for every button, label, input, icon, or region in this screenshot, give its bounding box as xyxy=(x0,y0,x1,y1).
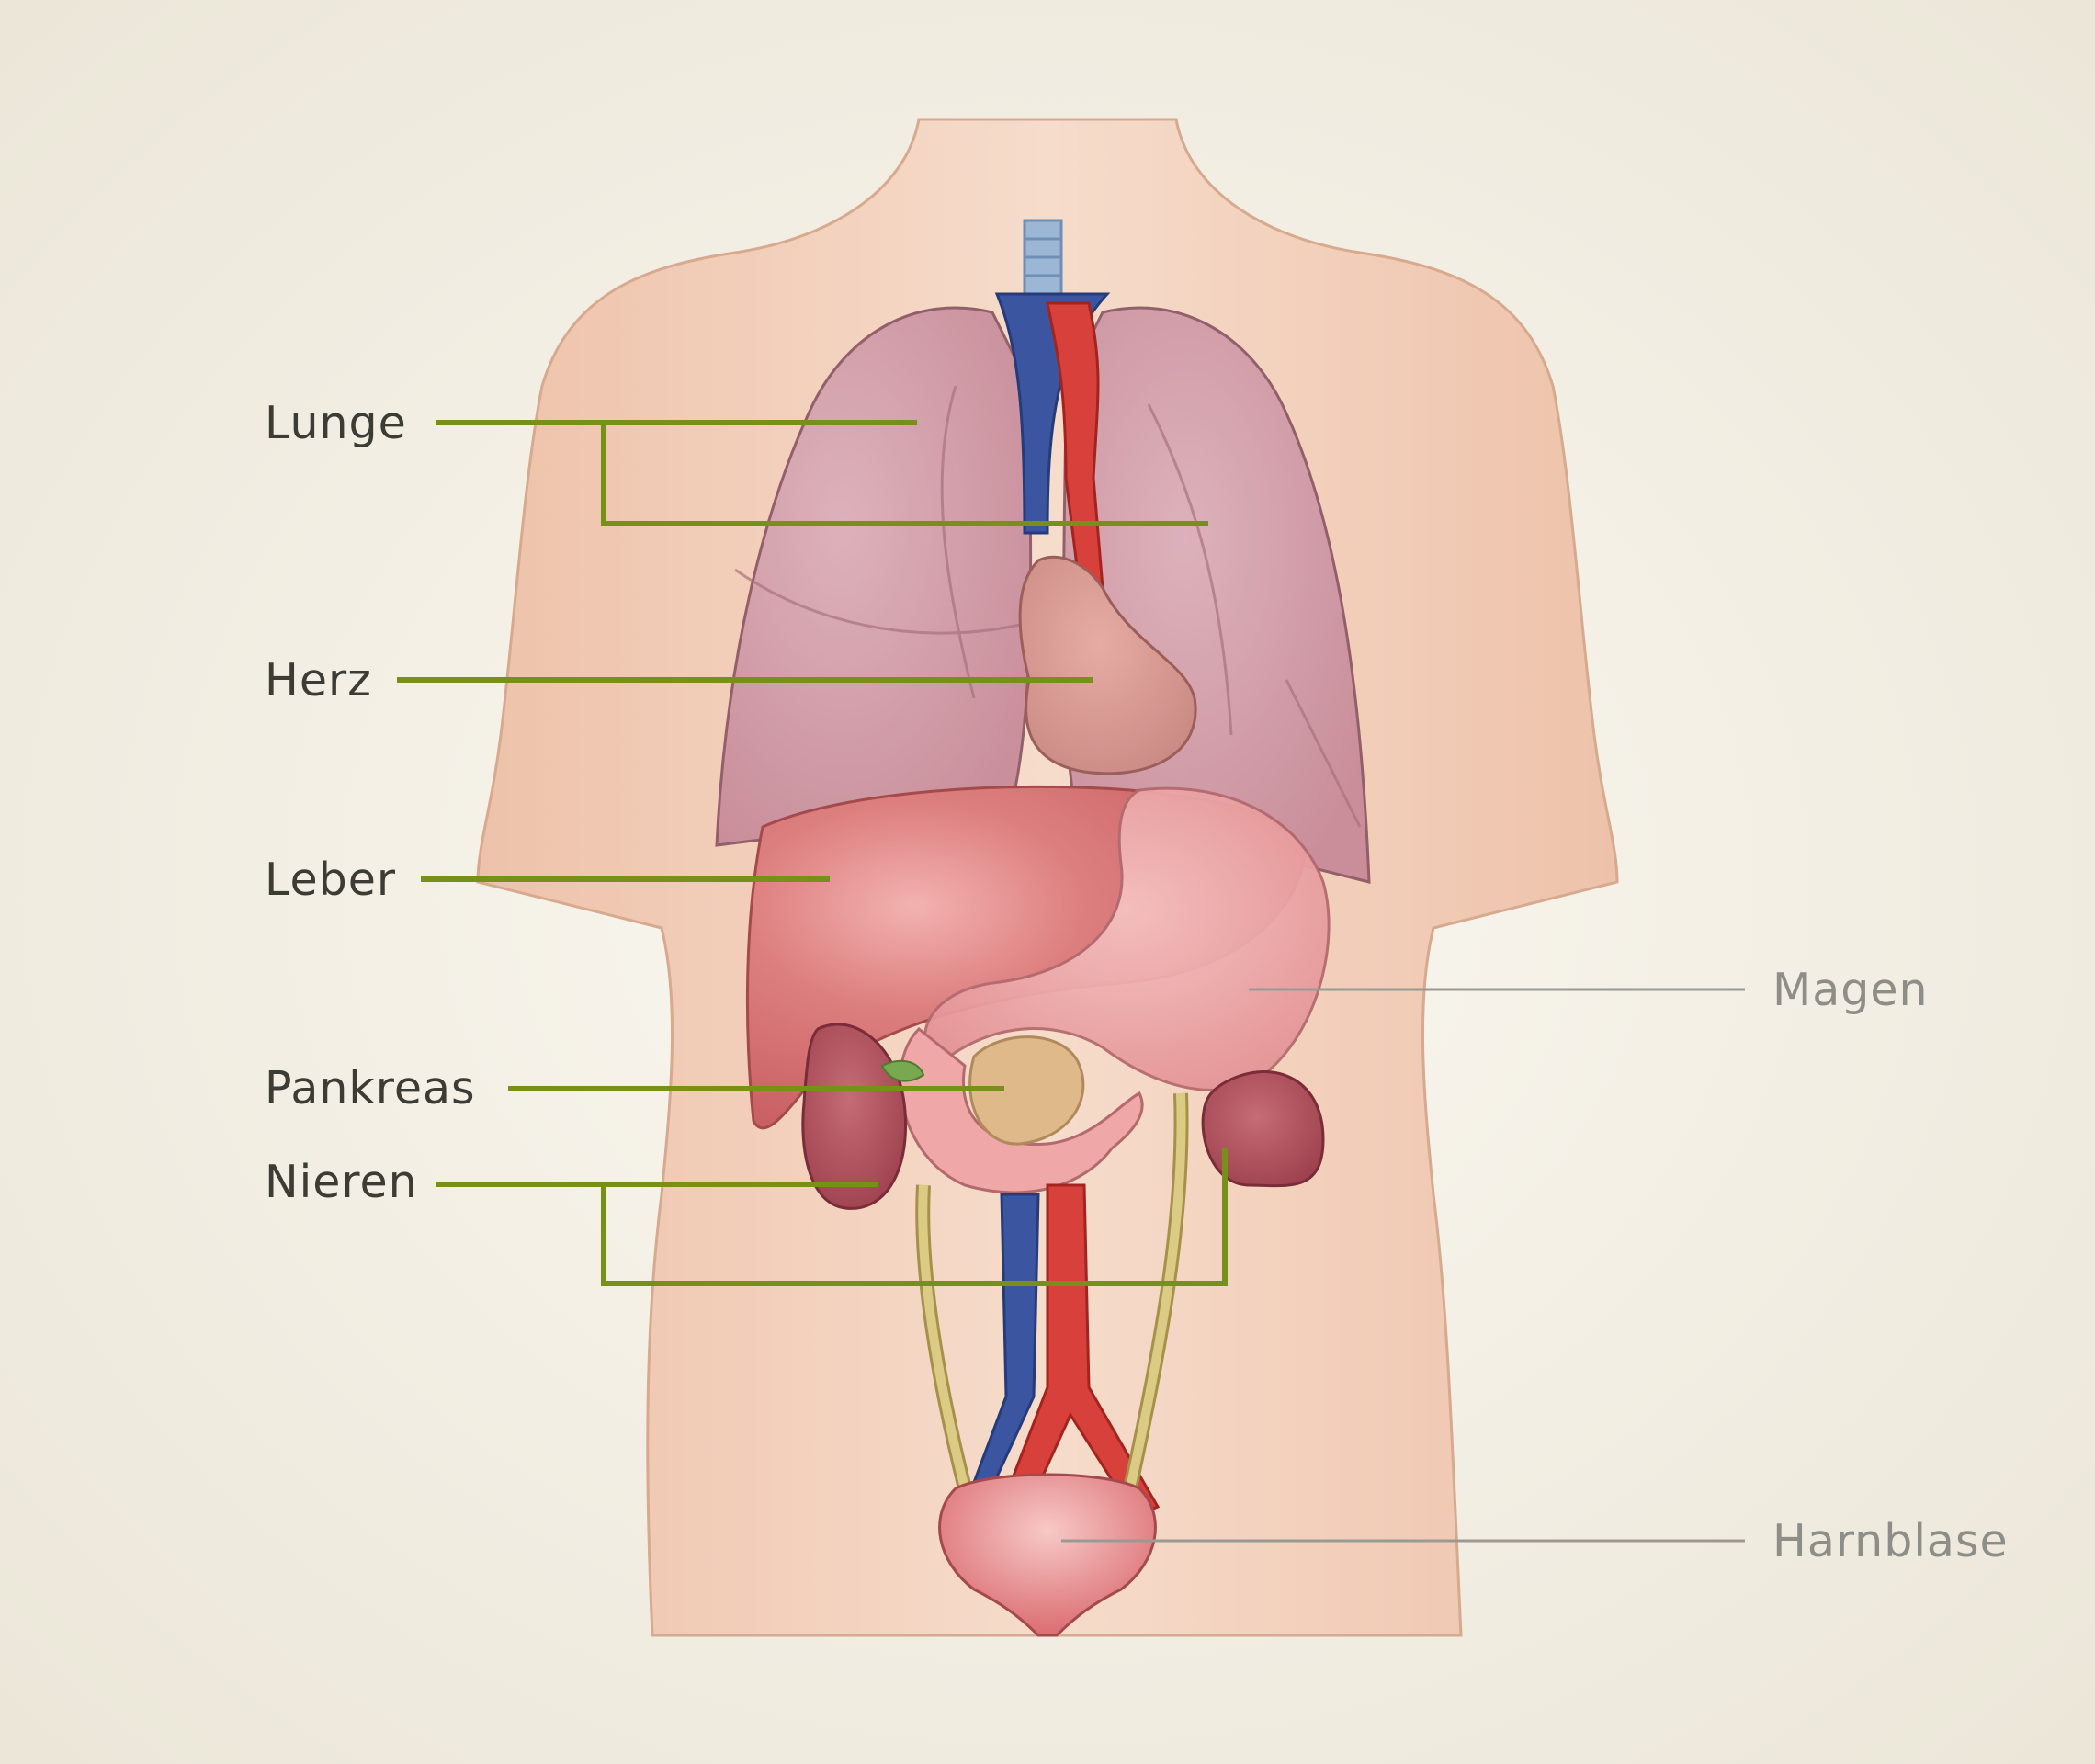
left-kidney xyxy=(1201,1070,1325,1188)
leader-lines-gray xyxy=(1061,988,1745,1543)
left-ureter-fill xyxy=(1126,1092,1186,1490)
leader-nieren-branch xyxy=(601,1148,1228,1286)
label-lunge: Lunge xyxy=(265,397,407,449)
label-harnblase: Harnblase xyxy=(1772,1515,2009,1567)
gallbladder xyxy=(880,1059,925,1082)
label-leber: Leber xyxy=(265,854,396,906)
label-nieren: Nieren xyxy=(265,1156,418,1208)
label-magen: Magen xyxy=(1772,964,1929,1016)
label-herz: Herz xyxy=(265,654,372,707)
leader-lines-green xyxy=(397,420,1228,1286)
pancreas xyxy=(968,1035,1085,1146)
leader-lunge-branch xyxy=(601,423,1208,526)
label-pankreas: Pankreas xyxy=(265,1062,476,1114)
stomach xyxy=(923,786,1331,1091)
bladder xyxy=(938,1473,1157,1637)
heart xyxy=(1018,555,1197,775)
right-ureter-fill xyxy=(918,1184,969,1490)
